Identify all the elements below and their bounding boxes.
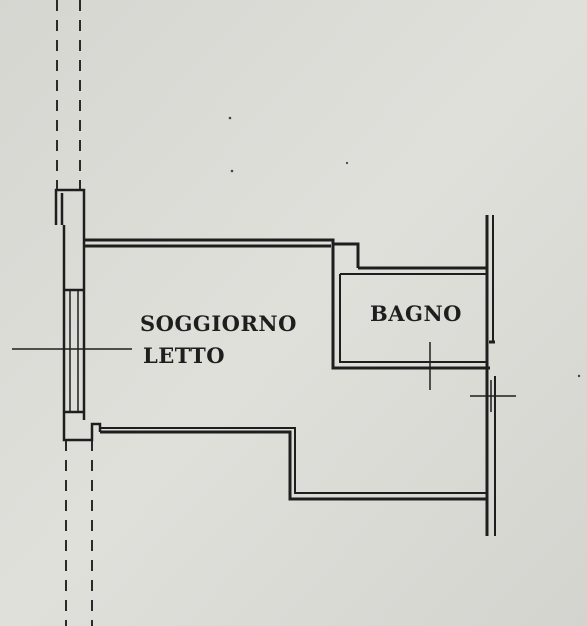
room-label-letto: LETTO (143, 343, 225, 368)
room-label-bagno: BAGNO (370, 301, 462, 326)
dashed-boundary-lines (56, 0, 93, 626)
bathroom-walls (331, 244, 490, 370)
room-label-soggiorno: SOGGIORNO (140, 311, 297, 336)
paper-specks (228, 116, 581, 378)
reference-marks (12, 342, 516, 412)
right-exterior-wall (485, 215, 496, 536)
left-exterior-wall (54, 188, 102, 442)
